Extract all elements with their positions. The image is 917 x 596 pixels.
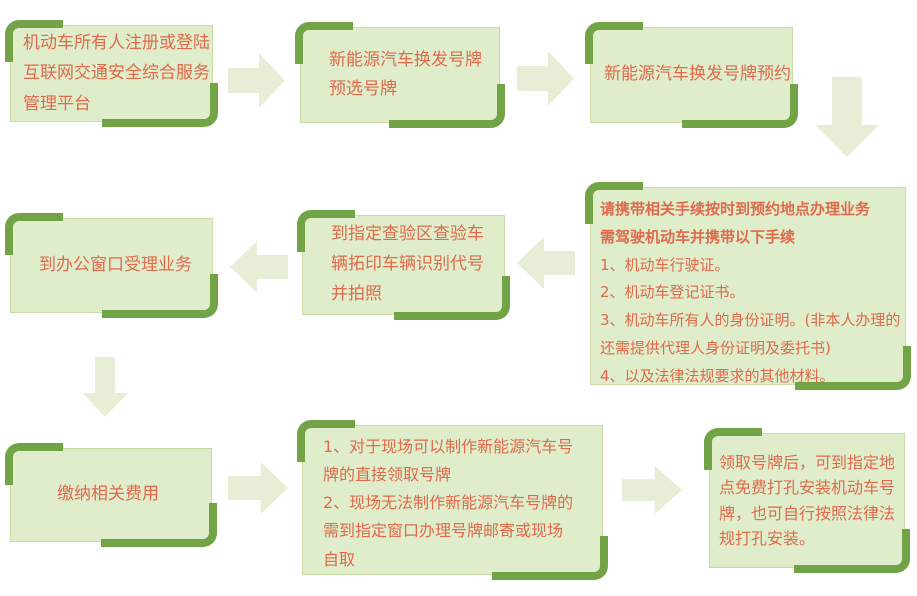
corner-accent-top-left [5, 443, 63, 485]
flow-step-text: 机动车所有人注册或登陆 互联网交通安全综合服务 管理平台 [23, 33, 210, 114]
flow-step-bring-documents: 请携带相关手续按时到预约地点办理业务 需驾驶机动车并携带以下手续 1、机动车行驶… [585, 182, 911, 390]
corner-accent-top-left [5, 213, 63, 255]
arrow-left-icon [517, 237, 575, 289]
flow-step-text: 领取号牌后，可到指定地 点免费打孔安装机动车号 牌，也可自行按照法律法 规打孔安… [719, 453, 896, 548]
documents-intro-text: 请携带相关手续按时到预约地点办理业务 需驾驶机动车并携带以下手续 [600, 200, 871, 246]
arrow-down-icon [82, 357, 128, 417]
arrow-right-icon [228, 53, 285, 108]
flow-step-text: 1、对于现场可以制作新能源汽车号 牌的直接领取号牌 2、现场无法制作新能源汽车号… [323, 437, 574, 569]
flow-step-preselect-number: 新能源汽车换发号牌 预选号牌 [295, 22, 505, 128]
flow-step-appointment: 新能源汽车换发号牌预约 [585, 22, 798, 128]
arrow-right-icon [517, 51, 574, 106]
documents-list-text: 1、机动车行驶证。 2、机动车登记证书。 3、机动车所有人的身份证明。(非本人办… [600, 255, 901, 385]
flow-step-text: 到指定查验区查验车 辆拓印车辆识别代号 并拍照 [331, 224, 484, 304]
flow-step-install-plate: 领取号牌后，可到指定地 点免费打孔安装机动车号 牌，也可自行按照法律法 规打孔安… [704, 428, 910, 573]
flow-step-window-acceptance: 到办公窗口受理业务 [5, 213, 218, 318]
flow-step-text: 缴纳相关费用 [57, 484, 159, 505]
flow-step-receive-plate: 1、对于现场可以制作新能源汽车号 牌的直接领取号牌 2、现场无法制作新能源汽车号… [297, 420, 608, 580]
arrow-down-icon [815, 77, 879, 157]
arrow-left-icon [230, 241, 288, 293]
flow-step-text: 新能源汽车换发号牌 预选号牌 [329, 49, 482, 99]
flow-step-register-platform: 机动车所有人注册或登陆 互联网交通安全综合服务 管理平台 [5, 20, 218, 127]
flow-step-vehicle-inspection: 到指定查验区查验车 辆拓印车辆识别代号 并拍照 [297, 210, 510, 320]
arrow-right-icon [228, 462, 288, 514]
corner-accent-bottom-right [102, 274, 218, 318]
flow-step-text: 请携带相关手续按时到预约地点办理业务 需驾驶机动车并携带以下手续 1、机动车行驶… [600, 196, 901, 390]
flow-step-text: 到办公窗口受理业务 [39, 254, 192, 275]
corner-accent-top-left [585, 22, 643, 64]
corner-accent-bottom-right [682, 84, 798, 128]
flow-step-pay-fees: 缴纳相关费用 [5, 443, 217, 547]
flow-step-text: 新能源汽车换发号牌预约 [604, 64, 791, 85]
arrow-right-icon [622, 466, 682, 514]
